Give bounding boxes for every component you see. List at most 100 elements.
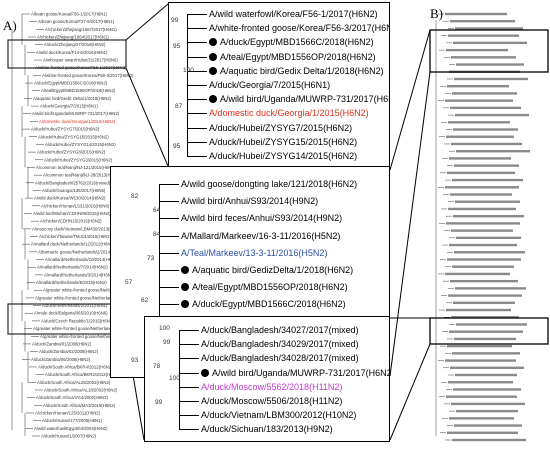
- inset-leaf-text: A/Teal/Markeev/13-3-11/2016(H5N2): [181, 247, 328, 258]
- inset-branch: [187, 85, 207, 86]
- inset-branch: [187, 56, 207, 58]
- tree-b-leaf-label: [455, 27, 523, 30]
- tree-b-leaf-label: [448, 34, 519, 37]
- inset-branch: [187, 127, 207, 129]
- inset-branch: [187, 156, 207, 157]
- tree-a-leaf-label: A/mallard/Netherlands/3/2014(H6N2): [44, 272, 115, 277]
- tree-b-leaf-label: [453, 301, 515, 305]
- inset-leaf-label: A/duck/Moscow/5506/2018(H11N2): [201, 394, 342, 408]
- tree-a-leaf-label: A/greater white-fronted goose/Netherland…: [35, 295, 144, 300]
- tree-b-leaf-label: [453, 388, 521, 391]
- tree-a-leaf-label: A/teal/Egypt/MBD1556OP/2018(H6N2): [41, 88, 116, 93]
- inset-branch: [179, 330, 199, 331]
- tree-b-leaf-label: [456, 236, 521, 240]
- tree-b-leaf-label: [452, 438, 526, 442]
- inset-stem: [187, 14, 188, 156]
- panel-a-label: A): [3, 18, 17, 33]
- inset-leaf-text: A/duck/Bangladesh/34028/2017(mixed): [201, 353, 359, 364]
- tree-b-leaf-label: [451, 316, 519, 319]
- connector-line: [389, 343, 431, 441]
- inset-leaf-label: A/duck/Vietnam/LBM300/2012(H10N2): [201, 408, 356, 422]
- inset-leaf-text: A/domestic duck/Georgia/1/2015(H6N2): [209, 108, 369, 119]
- tree-b-leaf-label: [445, 272, 510, 276]
- tree-a-leaf-label: A/chicken/Hunan/125/2011(H6N2): [35, 410, 101, 415]
- tree-a-leaf-label: A/mule duck/Bulgaria/365/2010(H6N6): [34, 311, 108, 316]
- tree-b-leaf-label: [445, 12, 507, 16]
- inset-leaf-text: A/wild bird/Uganda/MUWRP-731/2017(H6N2): [220, 94, 390, 105]
- inset-leaf-label: A/duck/Egypt/MBD1566C/2018(H6N2): [181, 297, 346, 311]
- tree-a-leaf-label: A/duck/South Africa/BKR4/2012(H6N2): [38, 364, 113, 369]
- tree-b-highlight-box-2: [429, 317, 549, 345]
- tree-b-leaf-label: [446, 395, 517, 398]
- inset-leaf-label: A/teal/Egypt/MBD1556OP/2018(H6N2): [181, 280, 348, 294]
- inset-branch: [179, 386, 199, 388]
- tree-a-leaf-label: A/duck/Egypt/MBD1566C/2018(H6N2): [34, 81, 108, 86]
- tree-b-leaf-label: [447, 171, 515, 175]
- bootstrap-value: 73: [147, 255, 155, 262]
- inset-branch: [159, 218, 179, 220]
- inset-leaf-label: A/Teal/Markeev/13-3-11/2016(H5N2): [181, 246, 327, 260]
- tree-a-leaf-label: A/wild bird/Uganda/MUWRP-731/2017(H6N2): [32, 111, 120, 116]
- tree-a-leaf-label: A/common teal/Nanji/NJ-121/2015(H6N6): [36, 165, 116, 170]
- inset-branch: [179, 372, 199, 374]
- tree-a-leaf-label: A/aquatic bird/Gediz Delta/1/2018(H6N2): [33, 96, 112, 101]
- inset-zoom-1: A/wild waterfowl/Korea/F56-1/2017(H6N2) A…: [168, 2, 390, 168]
- tree-b-leaf-label: [454, 164, 519, 167]
- sample-marker-dot: [209, 52, 217, 61]
- tree-b-leaf-label: [449, 330, 523, 333]
- bootstrap-value: 78: [153, 363, 161, 370]
- tree-b-leaf-label: [452, 178, 523, 182]
- tree-a-leaf-label: A/domestic duck/Georgia/1/2015(H6N2): [39, 119, 116, 124]
- tree-b-leaf-label: [446, 308, 511, 312]
- inset-leaf-text: A/duck/Georgia/7/2015(H6N1): [209, 80, 331, 90]
- inset-branch: [179, 429, 199, 431]
- tree-b-leaf-label: [454, 77, 528, 81]
- tree-a-leaf-label: A/mallard/Netherlands/7/2014(H6N2): [37, 265, 108, 270]
- inset-branch: [179, 358, 199, 360]
- tree-b-leaf-label: [455, 287, 526, 290]
- tree-a-leaf-label: A/duck/Zambia/02/2008(H6N2): [39, 349, 99, 354]
- inset-leaf-label: A/aquatic bird/GedizDelta/1/2018(H6N2): [181, 263, 353, 277]
- inset-branch: [159, 235, 179, 237]
- inset-leaf-label: A/wild bird/Uganda/MUWRP-731/2017(H6N2): [209, 92, 390, 106]
- tree-a-leaf-label: A/duck/Georgia/7/2015(H6N1): [40, 104, 98, 109]
- tree-b-leaf-label: [455, 200, 520, 203]
- inset-leaf-label: A/duck/Hubei/ZYSYG14/2015(H6N2): [209, 149, 357, 163]
- inset-leaf-text: A/wild bird feces/Anhui/S93/2014(H9N2): [181, 213, 343, 224]
- inset-leaf-label: A/aquatic bird/Gedix Delta/1/2018(H6N2): [209, 64, 384, 78]
- connector-line: [125, 67, 169, 167]
- inset-leaf-label: A/wild waterfowl/Korea/F56-1/2017(H6N2): [209, 7, 378, 21]
- inset-leaf-text: A/duck/Hubei/ZYSYG15/2015(H6N2): [209, 136, 358, 147]
- tree-a-leaf-label: A/muscovy duck/Vietnam/LBM430/2013(H6N2): [32, 226, 123, 231]
- tree-b-leaf-label: [452, 352, 520, 355]
- connector-line: [389, 29, 431, 171]
- sample-marker-dot: [209, 95, 217, 104]
- tree-a-leaf-label: A/duck/South Africa/MA3/2015(H6N2): [43, 403, 116, 408]
- tree-a-leaf-label: A/chicken/CDHN15/2015(H6N2): [40, 219, 102, 224]
- tree-b-leaf-label: [456, 63, 524, 66]
- tree-a-leaf-label: A/mallard duck/Netherlands/12/2012(H6N1): [31, 242, 115, 247]
- tree-a-leaf-label: A/chicken/Zhejiang/1664/2017(H6N1): [37, 35, 109, 40]
- bootstrap-value: 93: [131, 357, 139, 364]
- tree-a-leaf-label: A/duck/Hunan/177/2005(H6N1): [42, 418, 103, 423]
- tree-a-leaf-label: A/duck/Hubei/ZYSYG7/2015(H6N2): [31, 127, 100, 132]
- tree-a-leaf-label: A/wild duck/Korea/W130/2014(H6N2): [34, 196, 106, 201]
- tree-b-highlight-box-1: [429, 29, 549, 73]
- inset-leaf-label: A/duck/Moscow/5562/2018(H11N2): [201, 380, 342, 394]
- inset-leaf-text: A/duck/Sichuan/183/2013(H9N2): [201, 424, 333, 435]
- tree-b-leaf-label: [453, 128, 518, 131]
- tree-a-leaf-label: A/white-fronted goose/Korea/F56-3/2017(H…: [42, 73, 134, 78]
- bootstrap-value: 82: [131, 193, 139, 200]
- tree-a-leaf-label: A/duck/Hubei/ZYSYG8/2015(H6N2): [37, 150, 106, 155]
- tree-a-leaf-label: A/whooper swan/Hubei/21/2017(H6N6): [43, 58, 118, 63]
- inset-branch: [187, 99, 207, 101]
- tree-a-leaf-label: A/duck/Netherlands/2/2011(H6N1): [42, 303, 108, 308]
- tree-a-leaf-label: A/greater white-fronted goose/Netherland…: [40, 334, 149, 339]
- tree-a-leaf-label: A/greater white-fronted goose/Netherland…: [33, 326, 143, 331]
- tree-b-leaf-label: [450, 193, 512, 196]
- tree-a-leaf-label: A/duck/Zambia/01/2008(H6N2): [32, 341, 92, 346]
- inset-leaf-label: A/wild goose/dongting lake/121/2018(H6N2…: [181, 177, 357, 191]
- tree-b-leaf-label: [452, 92, 517, 95]
- inset-branch: [159, 287, 179, 289]
